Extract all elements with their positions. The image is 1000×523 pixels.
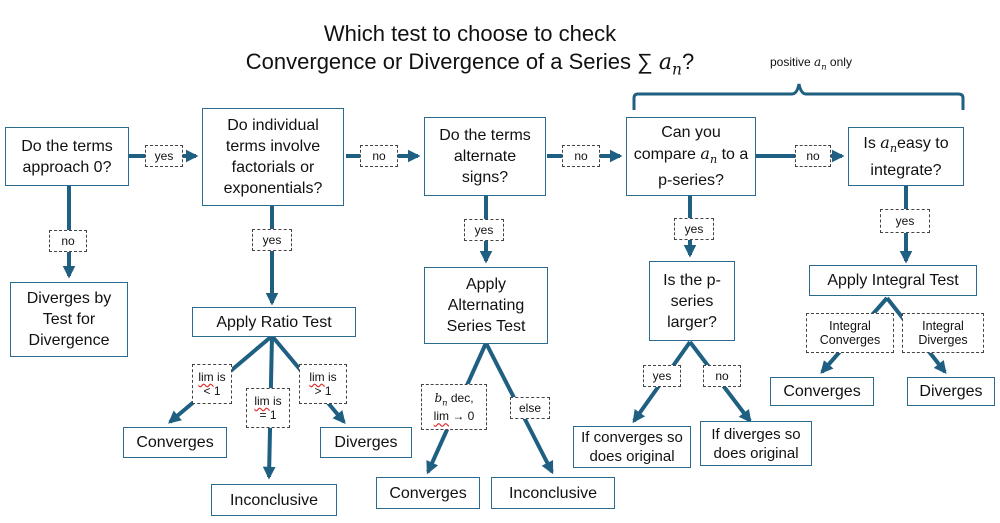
label-p-no: no (703, 365, 741, 387)
node-apply-integral-test: Apply Integral Test (809, 265, 977, 296)
label-lim-greater-than-one: lim is> 1 (299, 364, 347, 404)
node-factorials-exponentials: Do individual terms involve factorials o… (202, 108, 344, 206)
label-yes-alternate: yes (464, 219, 504, 241)
positive-terms-note-suffix: only (826, 55, 852, 69)
node-easy-to-integrate-prefix: Is (863, 135, 881, 153)
lim-condition: < 1 (203, 384, 221, 398)
bn-sub: n (442, 397, 448, 408)
bn-lim-word: lim (433, 409, 449, 424)
node-compare-p-series-suffix: to a p-series? (658, 145, 749, 190)
node-apply-ratio-test: Apply Ratio Test (192, 307, 356, 337)
node-compare-p-series-var: a (700, 143, 710, 163)
label-no-factorials: no (360, 145, 398, 167)
node-compare-p-series: Can you compare an to a p-series? (626, 117, 756, 196)
positive-terms-note-term: an (814, 55, 827, 72)
label-yes-zero: yes (145, 145, 183, 167)
bn-lim-value: → 0 (448, 409, 475, 424)
lim-condition: > 1 (314, 384, 332, 398)
node-compare-p-series-sub: n (709, 153, 718, 167)
positive-terms-note: positive an only (770, 55, 852, 71)
node-ratio-diverges: Diverges (320, 427, 412, 458)
node-compare-p-series-prefix: Can you compare (633, 123, 721, 163)
positive-terms-note-var: a (814, 55, 822, 69)
title-line-2: Convergence or Divergence of a Series ∑ … (150, 48, 790, 83)
lim-is: is (213, 370, 226, 384)
node-easy-to-integrate-var: a (880, 133, 890, 153)
label-yes-compare: yes (674, 218, 714, 240)
positive-terms-bracket (632, 83, 965, 110)
label-lim-greater-than-one-text: lim is> 1 (309, 370, 336, 398)
label-no-zero: no (49, 230, 87, 252)
lim-word: lim (254, 394, 270, 408)
node-compare-p-series-text: Can you compare an to a p-series? (631, 122, 751, 191)
lim-word: lim (309, 370, 325, 384)
title-line-2-text: Convergence or Divergence of a Series (245, 49, 638, 74)
node-alternate-signs: Do the terms alternate signs? (424, 117, 546, 196)
label-integral-diverges: Integral Diverges (902, 313, 984, 353)
sigma-symbol: ∑ (637, 49, 653, 74)
label-bn-decreasing-text: bn dec, lim → 0 (434, 391, 475, 423)
label-yes-integrate: yes (880, 209, 930, 233)
node-ratio-converges: Converges (123, 427, 227, 458)
title-question-mark: ? (681, 49, 695, 74)
node-easy-to-integrate-text: Is aneasy to integrate? (853, 132, 959, 180)
label-no-alternate: no (562, 145, 600, 167)
bn-term: bn (434, 390, 448, 408)
node-p-series-larger: Is the p-series larger? (649, 261, 735, 341)
node-alt-converges: Converges (376, 477, 480, 509)
node-if-diverges: If diverges so does original (700, 421, 812, 466)
positive-terms-note-prefix: positive (770, 55, 815, 69)
positive-terms-note-sub: n (821, 61, 827, 72)
node-diverges-by-test: Diverges by Test for Divergence (10, 282, 128, 357)
label-lim-less-than-one-text: lim is< 1 (198, 370, 225, 398)
node-if-converges: If converges so does original (573, 426, 691, 468)
label-integral-converges: Integral Converges (806, 313, 894, 353)
series-term-sub: n (672, 60, 682, 79)
node-compare-p-series-term: an (700, 143, 718, 167)
label-else: else (510, 397, 550, 419)
node-terms-approach-zero: Do the terms approach 0? (5, 127, 129, 186)
node-integral-diverges: Diverges (907, 377, 995, 406)
label-no-compare: no (795, 145, 831, 167)
node-easy-to-integrate-suffix: easy to integrate? (870, 135, 949, 179)
lim-word: lim (198, 370, 214, 384)
node-easy-to-integrate: Is aneasy to integrate? (848, 127, 964, 186)
bn-decreasing: dec, (447, 390, 474, 405)
lim-is: is (269, 394, 282, 408)
title-line-1: Which test to choose to check (323, 21, 617, 46)
label-lim-equals-one-text: lim is= 1 (254, 394, 281, 422)
series-term-var: a (658, 50, 673, 75)
label-p-yes: yes (643, 365, 681, 387)
series-term: an (658, 50, 682, 79)
label-lim-less-than-one: lim is< 1 (192, 364, 232, 404)
node-easy-to-integrate-sub: n (889, 142, 898, 156)
label-bn-decreasing: bn dec, lim → 0 (421, 384, 487, 430)
node-integral-converges: Converges (770, 377, 874, 406)
lim-condition: = 1 (259, 408, 277, 422)
node-easy-to-integrate-term: an (880, 133, 897, 155)
label-lim-equals-one: lim is= 1 (246, 388, 290, 428)
lim-is: is (324, 370, 337, 384)
bn-var: b (434, 390, 443, 405)
node-apply-alternating-series-test: Apply Alternating Series Test (424, 267, 548, 344)
label-yes-factorials: yes (252, 229, 292, 251)
node-ratio-inconclusive: Inconclusive (211, 484, 337, 516)
node-alt-inconclusive: Inconclusive (491, 477, 615, 509)
